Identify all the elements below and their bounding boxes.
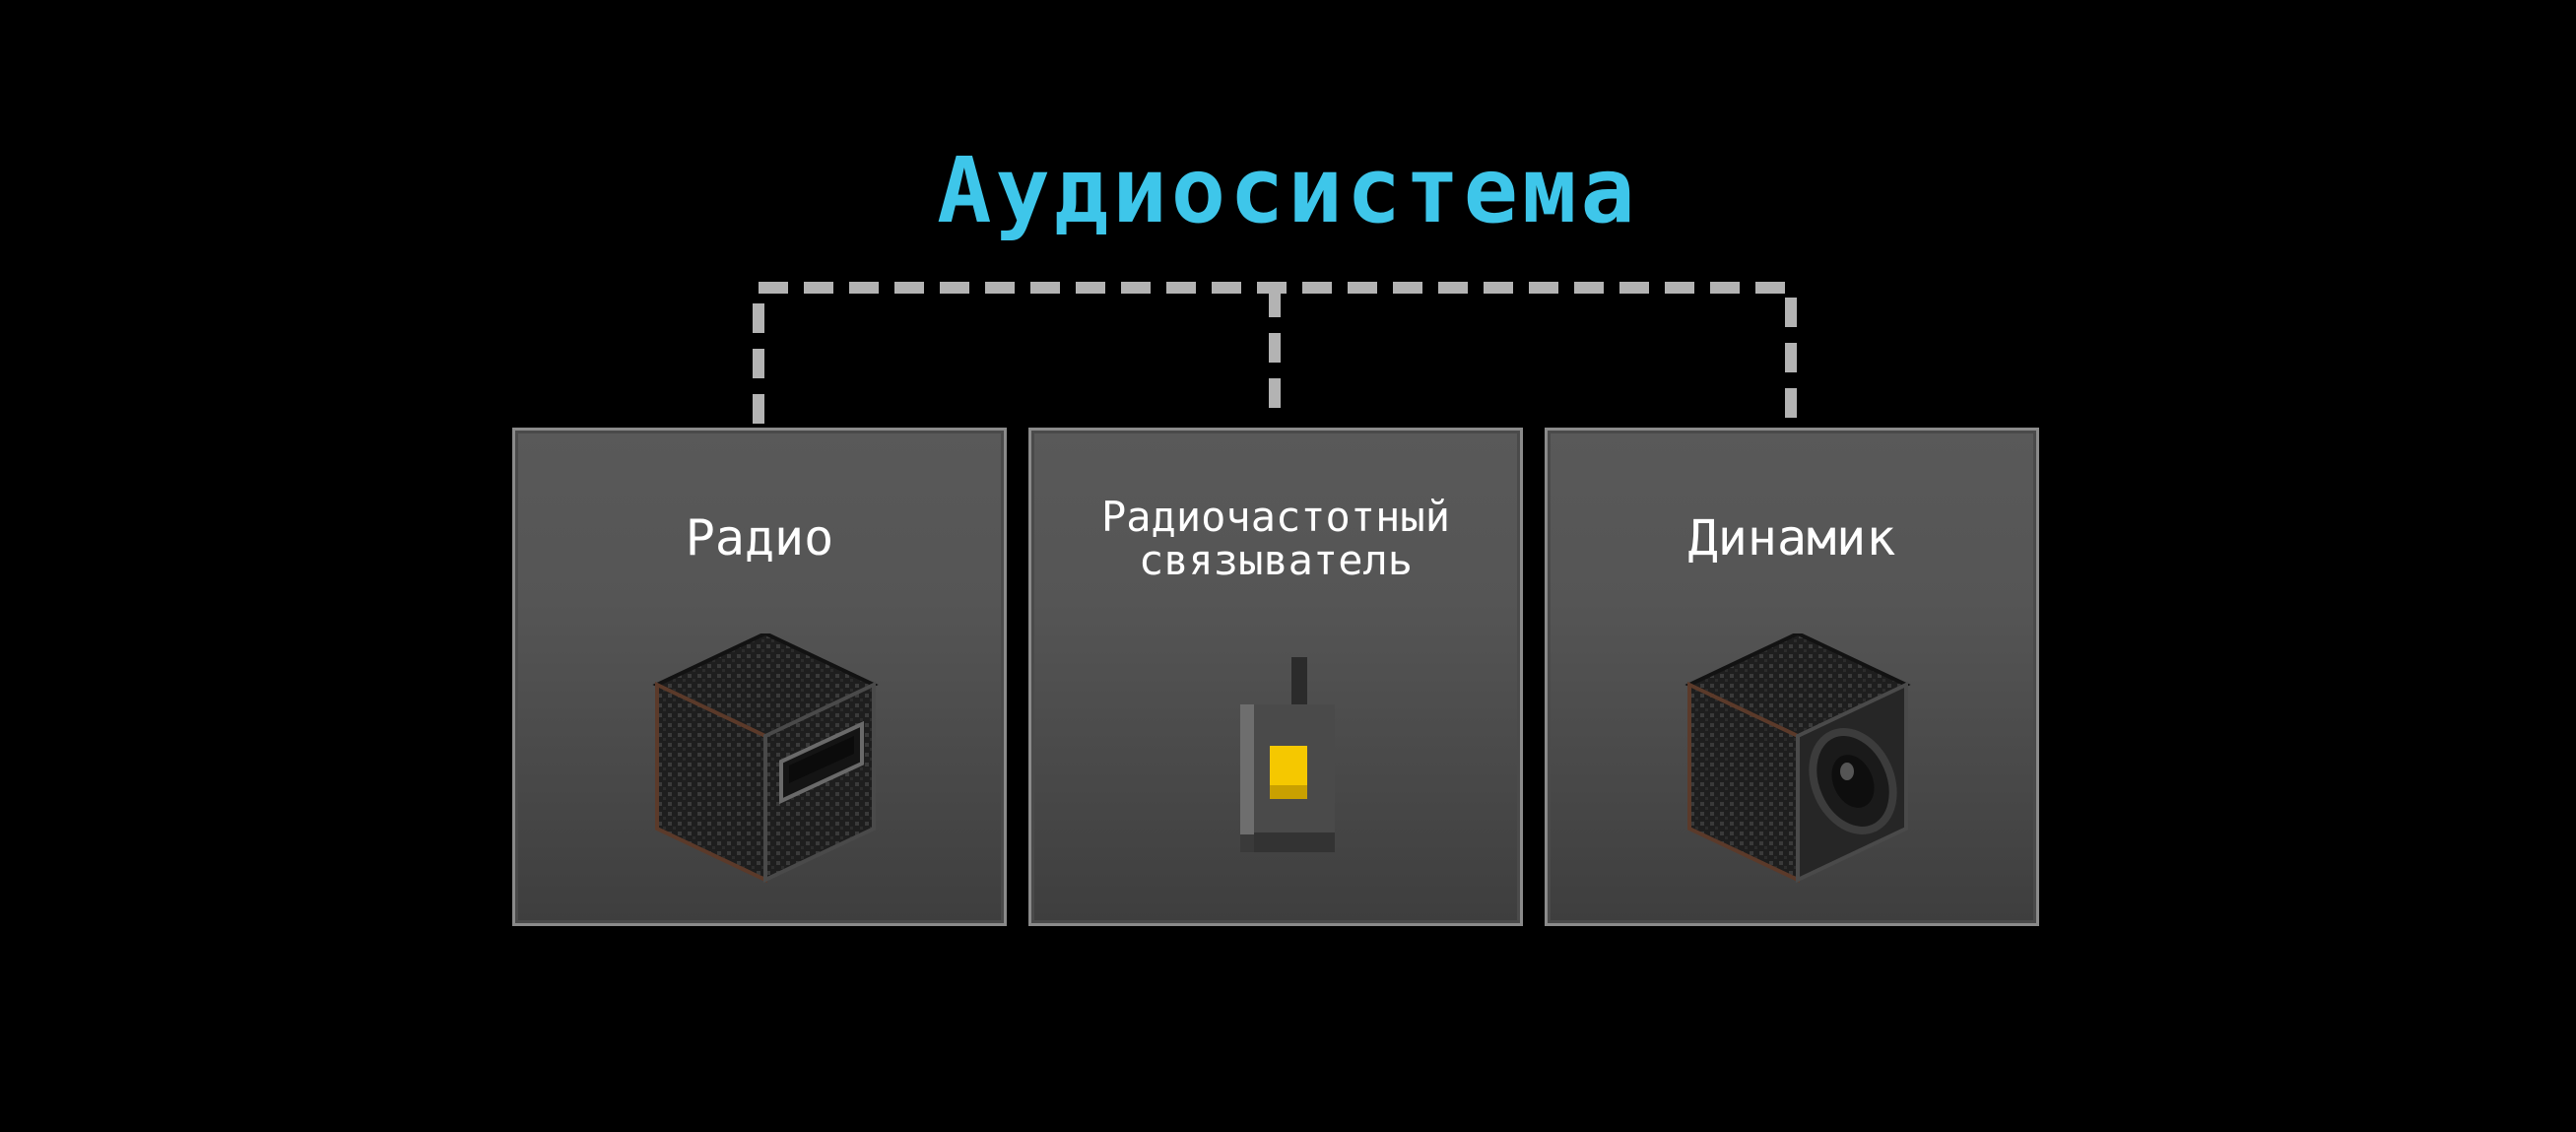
card-radio-label: Радио xyxy=(685,509,834,566)
card-radio-frequency-binder: Радиочастотный связыватель xyxy=(1028,428,1523,926)
radio-frequency-binder-icon xyxy=(1240,657,1335,852)
diagram-title: Аудиосистема xyxy=(937,138,1639,243)
radio-block-icon xyxy=(652,633,879,884)
card-speaker: Динамик xyxy=(1545,428,2039,926)
speaker-block-icon xyxy=(1684,633,1911,884)
card-speaker-label: Динамик xyxy=(1687,509,1896,566)
card-binder-label: Радиочастотный связыватель xyxy=(1100,493,1450,584)
card-radio: Радио xyxy=(512,428,1007,926)
